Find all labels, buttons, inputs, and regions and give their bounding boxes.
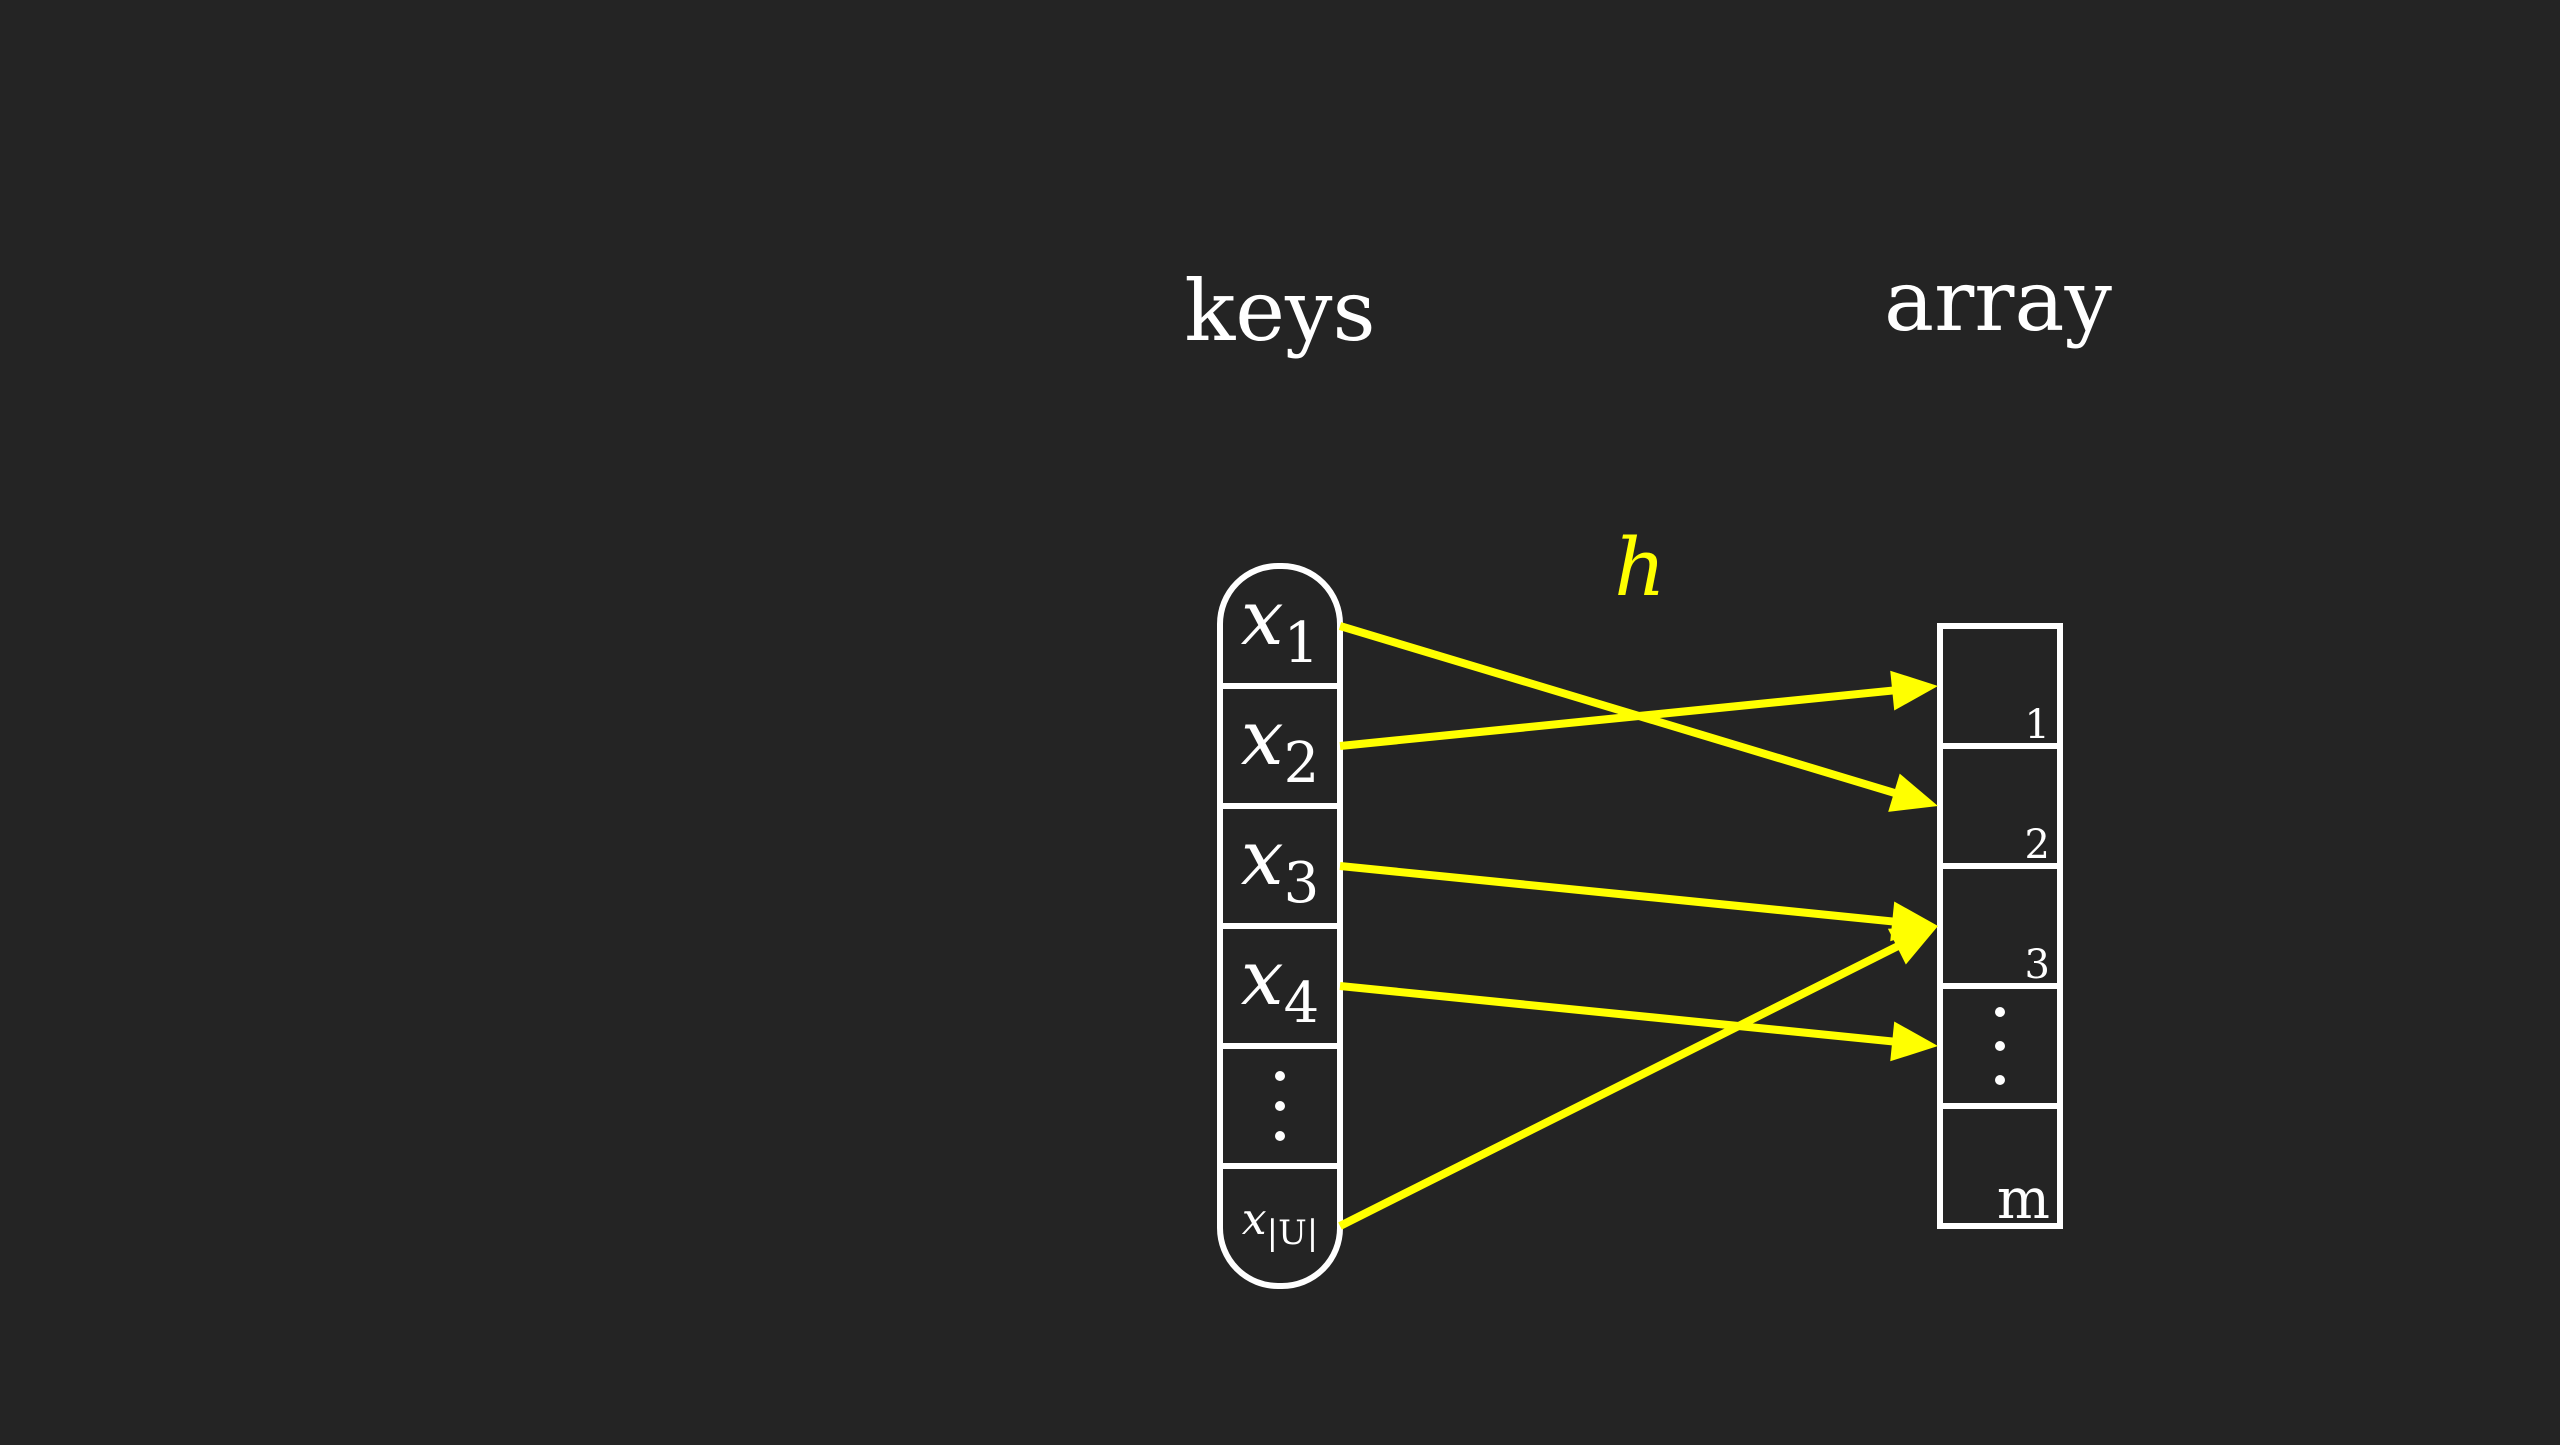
key-cells: x1 x2 x3 x4 x|U| bbox=[1220, 573, 1340, 1253]
hash-arrow-head bbox=[1890, 670, 1938, 711]
array-cells: 1 2 3 m bbox=[1940, 702, 2060, 1232]
hash-arrow-line bbox=[1339, 686, 1897, 750]
array-index-label: 3 bbox=[2025, 942, 2050, 988]
array-index-label: 1 bbox=[2025, 702, 2050, 748]
array-title: array bbox=[1884, 252, 2112, 350]
key-label: x|U| bbox=[1242, 1194, 1318, 1253]
key-label: x4 bbox=[1241, 933, 1320, 1036]
hash-arrow-head bbox=[1887, 926, 1938, 965]
hash-arrow-line bbox=[1338, 941, 1903, 1230]
key-label: x1 bbox=[1241, 573, 1320, 676]
hash-arrow-line bbox=[1339, 862, 1897, 926]
array-container bbox=[1937, 623, 2063, 1229]
keys-title: keys bbox=[1184, 262, 1375, 360]
key-ellipsis-dot bbox=[1275, 1131, 1285, 1141]
array-ellipsis-dot bbox=[1995, 1041, 2005, 1051]
key-label: x3 bbox=[1241, 813, 1320, 916]
hash-arrow-line bbox=[1338, 622, 1899, 798]
hash-arrow-head bbox=[1888, 773, 1938, 812]
hash-arrow-line bbox=[1339, 982, 1897, 1046]
key-label: x2 bbox=[1241, 693, 1320, 796]
array-ellipsis-dot bbox=[1995, 1075, 2005, 1085]
array-index-label: m bbox=[1997, 1167, 2050, 1232]
key-ellipsis-dot bbox=[1275, 1101, 1285, 1111]
hash-arrow-head bbox=[1890, 1021, 1938, 1062]
array-index-label: 2 bbox=[2025, 822, 2050, 868]
hash-arrows bbox=[1338, 622, 1938, 1230]
array-ellipsis-dot bbox=[1995, 1007, 2005, 1017]
hash-function-label: h bbox=[1614, 521, 1666, 614]
key-ellipsis-dot bbox=[1275, 1071, 1285, 1081]
